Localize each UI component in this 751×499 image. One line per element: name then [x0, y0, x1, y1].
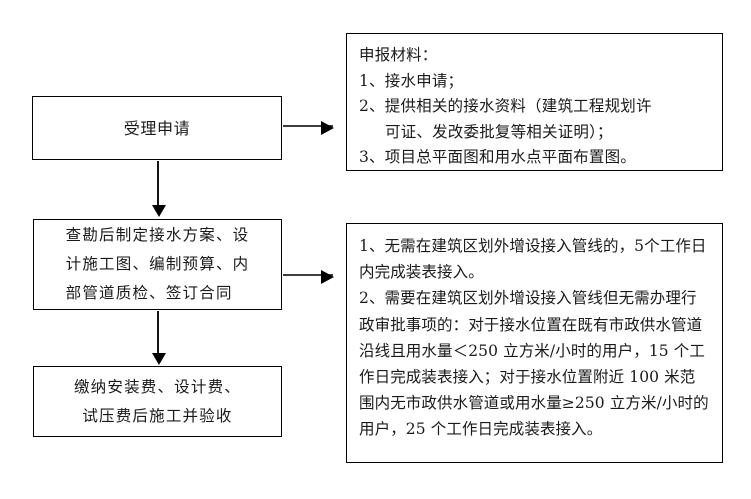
note-panel-declaration-materials-title: 申报材料： [359, 46, 438, 64]
arrow-down-icon-accept-to-survey [151, 161, 166, 217]
flow-step-accept-application-label: 受理申请 [123, 118, 191, 138]
note-item-material-1: 1、接水申请； [359, 71, 464, 90]
note-panel-declaration-materials: 申报材料： 1、接水申请； 2、提供相关的接水资料（建筑工程规划许 可证、发改委… [346, 33, 723, 171]
note-item-material-2: 2、提供相关的接水资料（建筑工程规划许 可证、发改委批复等相关证明）； [359, 97, 652, 141]
note-item-timeline-2: 2、需要在建筑区划外增设接入管线但无需办理行政审批事项的：对于接水位置在既有市政… [359, 289, 709, 439]
flow-step-payment-and-acceptance-label: 缴纳安装费、设计费、 试压费后施工并验收 [73, 377, 241, 425]
arrow-down-icon-survey-to-payment [151, 311, 166, 365]
note-item-timeline-1: 1、无需在建筑区划外增设接入管线的，5个工作日内完成装表接入。 [359, 237, 707, 282]
flow-step-payment-and-acceptance[interactable]: 缴纳安装费、设计费、 试压费后施工并验收 [33, 366, 282, 437]
flow-step-accept-application[interactable]: 受理申请 [32, 96, 282, 160]
flow-step-survey-and-design-label: 查勘后制定接水方案、设 计施工图、编制预算、内 部管道质检、签订合同 [65, 226, 250, 302]
note-panel-processing-timeline: 1、无需在建筑区划外增设接入管线的，5个工作日内完成装表接入。 2、需要在建筑区… [346, 223, 723, 463]
arrow-right-icon-survey-to-timeline [283, 270, 334, 284]
arrow-right-icon-accept-to-materials [283, 121, 334, 135]
note-item-material-3: 3、项目总平面图和用水点平面布置图。 [359, 148, 636, 166]
flow-step-survey-and-design[interactable]: 查勘后制定接水方案、设 计施工图、编制预算、内 部管道质检、签订合同 [33, 219, 282, 310]
